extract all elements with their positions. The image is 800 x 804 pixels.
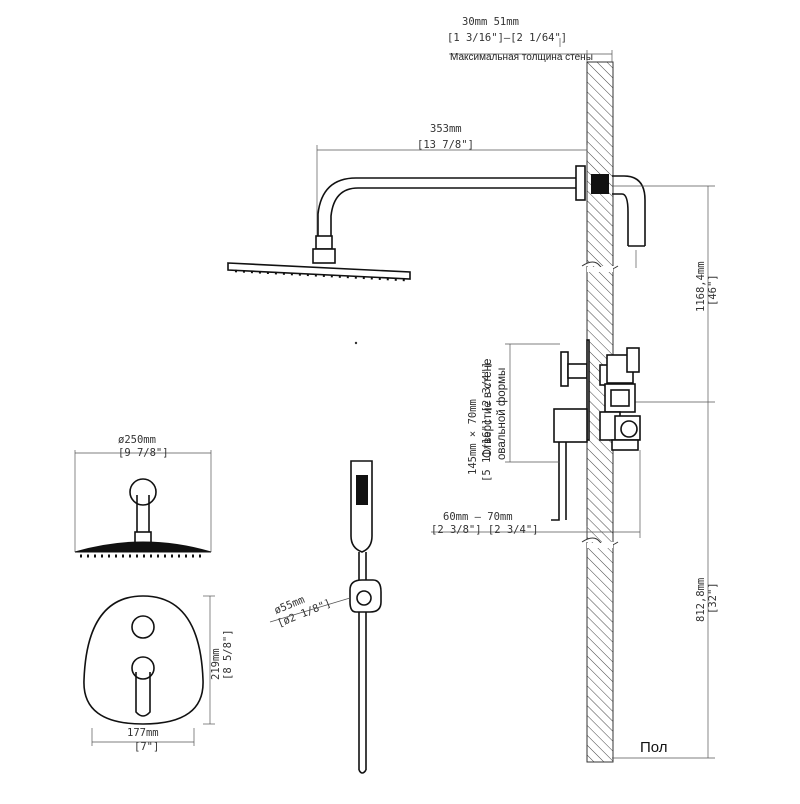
floor-label: Пол [640, 739, 668, 756]
mixer-body-side [551, 339, 641, 521]
upper-height-dimension: 1168,4mm [46"] [620, 186, 719, 403]
wall-depth-mm: 30mm 51mm [462, 16, 519, 28]
plate-height-mm: 219mm [210, 648, 222, 680]
height-upper-mm: 1168,4mm [695, 261, 707, 312]
plate-height-in: [8 5/8"] [222, 629, 234, 680]
hand-shower: ø55mm [ø2 1/8"] [269, 460, 382, 774]
height-lower-in: [32"] [707, 582, 719, 614]
head-diameter-in: [9 7/8"] [118, 447, 169, 459]
height-lower-mm: 812,8mm [695, 578, 707, 622]
hole-size-mm: 145mm × 70mm [467, 399, 479, 475]
height-upper-in: [46"] [707, 274, 719, 306]
head-diameter-mm: ø250mm [118, 434, 156, 446]
hole-caption-line1: Отверстие в стене [482, 359, 494, 458]
shower-head-front: ø250mm [9 7/8"] [74, 434, 212, 558]
plate-width-in: [7"] [134, 741, 159, 753]
hole-size-in: [5 11/16"] [2 3/4"] [481, 362, 493, 482]
mixer-plate-front: 219mm [8 5/8"] 177mm [7"] [83, 595, 234, 753]
depth-mm: 60mm — 70mm [443, 511, 513, 523]
hole-dimension: 145mm × 70mm [5 11/16"] [2 3/4"] Отверст… [467, 343, 560, 482]
hole-caption-line2: овальной формы [496, 368, 508, 460]
arm-length-in: [13 7/8"] [417, 139, 474, 151]
shower-arm-side: 353mm [13 7/8"] [227, 123, 588, 282]
wall-thickness-dimension: 30mm 51mm [1 3/16"]—[2 1/64"] Максимальн… [447, 16, 613, 63]
wall-depth-in: [1 3/16"]—[2 1/64"] [447, 32, 567, 44]
arm-length-mm: 353mm [430, 123, 462, 135]
depth-in: [2 3/8"] [2 3/4"] [431, 524, 538, 536]
wall-elbow [591, 174, 715, 268]
stray-dot [354, 341, 358, 345]
depth-dimension: 60mm — 70mm [2 3/8"] [2 3/4"] [431, 450, 641, 538]
plate-width-mm: 177mm [127, 727, 159, 739]
wall-thickness-caption: Максимальная толщина стены [450, 52, 593, 63]
lower-height-dimension: 812,8mm [32"] [612, 402, 719, 759]
